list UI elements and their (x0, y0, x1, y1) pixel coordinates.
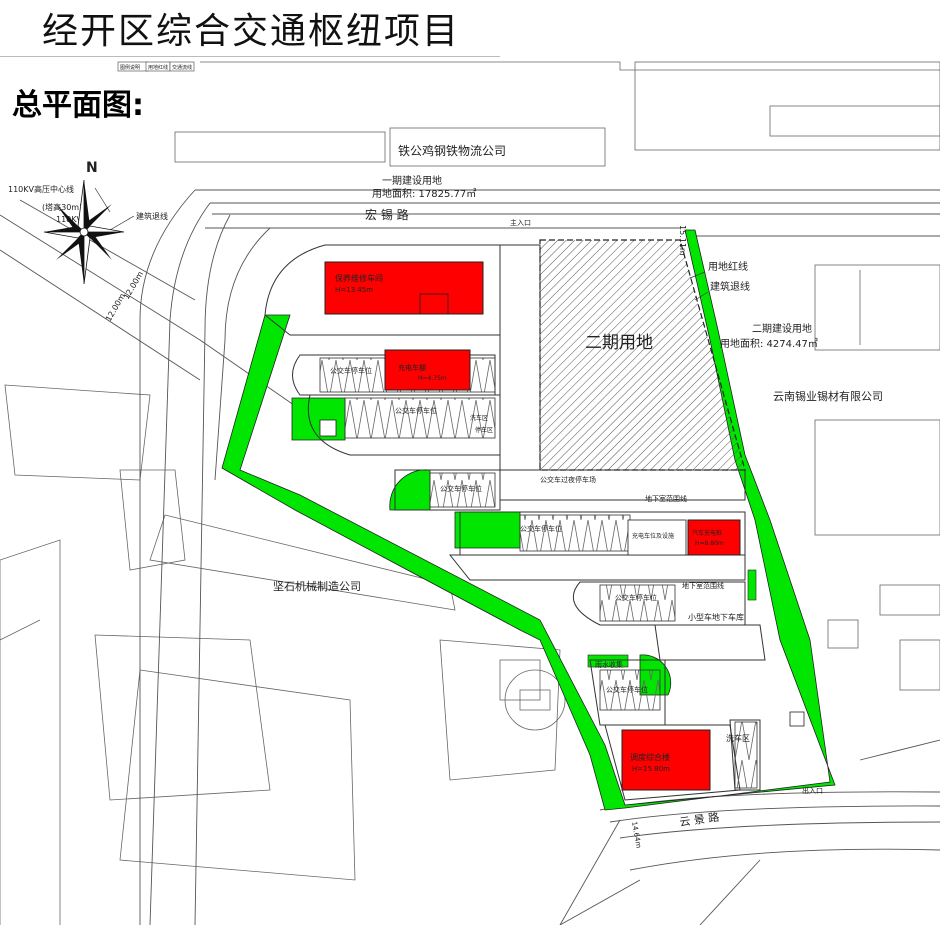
north-arrow-icon (43, 179, 125, 285)
page-title: 经开区综合交通枢纽项目 (42, 11, 461, 52)
station-building (621, 729, 711, 791)
charging-label: 充电车棚 (398, 363, 426, 372)
wash-height: H=6.80m (695, 540, 724, 547)
setback-label: 建筑退线 (136, 211, 168, 221)
redline-label: 用地红线 (708, 260, 748, 273)
bus-parking-label-4: 公交车停车位 (520, 524, 562, 533)
dim-1: 15.11m (678, 225, 687, 256)
dim-4: 14.64m (630, 821, 643, 849)
bus-parking-label-1: 公交车停车位 (330, 366, 372, 375)
legend-boxes: 图例说明 用地红线 交通流线 (117, 61, 195, 72)
station-label: 调度综合楼 (630, 752, 670, 762)
rain-collect-label: 雨水收集 (595, 660, 623, 669)
south-entrance-label: 出入口 (802, 786, 823, 795)
phase2-site-label: 二期用地 (585, 333, 653, 353)
green-belt (221, 229, 836, 811)
main-entrance-label: 主入口 (510, 218, 531, 227)
title-divider (0, 56, 500, 57)
north-label: N (86, 160, 98, 176)
legend-text-1: 图例说明 (120, 64, 140, 71)
charging-shed (384, 349, 471, 391)
underground-label-2: 地下室范围线 (682, 581, 724, 590)
station-height: H=15.80m (632, 765, 670, 773)
garage-label: 小型车地下车库 (688, 612, 744, 622)
bus-parking-label-6: 公交车停车位 (606, 685, 648, 694)
bus-stop-label: 公交车过夜停车场 (540, 475, 596, 484)
ev-pile-label: 汽车充电桩 (692, 529, 722, 537)
ev-pile-building (687, 519, 741, 556)
legend-text-3: 交通流线 (172, 64, 192, 71)
north-company: 铁公鸡钢铁物流公司 (398, 143, 506, 158)
charge-place-label: 充电车位及设施 (632, 532, 674, 540)
wash-area-label: 洗车区 (470, 414, 488, 422)
maintenance-label: 保养维修车间 (335, 273, 383, 283)
parking-small-label: 停车区 (475, 426, 493, 434)
buildings (319, 261, 805, 791)
west-company: 坚石机械制造公司 (273, 579, 361, 593)
north-road-label: 宏 锡 路 (365, 207, 409, 222)
phase2-label: 二期建设用地 (752, 322, 812, 335)
hv-center-label: 110KV高压中心线 (8, 184, 74, 194)
south-road-label: 云 景 路 (679, 811, 720, 829)
charging-height: H=4.75m (418, 375, 447, 382)
maintenance-height: H=13.45m (335, 286, 373, 294)
bus-parking-label-3: 公交车停车位 (440, 484, 482, 493)
east-company: 云南锡业锡材有限公司 (773, 389, 883, 403)
bus-parking-label-5: 公交车停车位 (615, 593, 657, 602)
bus-parking-label-2: 公交车停车位 (395, 406, 437, 415)
underground-label: 地下室范围线 (645, 494, 687, 503)
phase1-label: 一期建设用地 (382, 174, 442, 187)
setback-label-2: 建筑退线 (710, 280, 750, 293)
wash-label: 洗车区 (726, 733, 750, 743)
legend-text-2: 用地红线 (148, 64, 168, 71)
maintenance-building (324, 261, 484, 315)
hv-height-label: (塔高30m) (42, 202, 82, 212)
phase2-area: 用地面积: 4274.47㎡ (720, 337, 818, 350)
phase1-area: 用地面积: 17825.77㎡ (372, 187, 476, 200)
phase2-hatched-area (539, 239, 746, 471)
plan-subtitle: 总平面图: (12, 88, 144, 123)
dim-3: 12.00m (104, 292, 127, 323)
road-lines (0, 189, 940, 925)
